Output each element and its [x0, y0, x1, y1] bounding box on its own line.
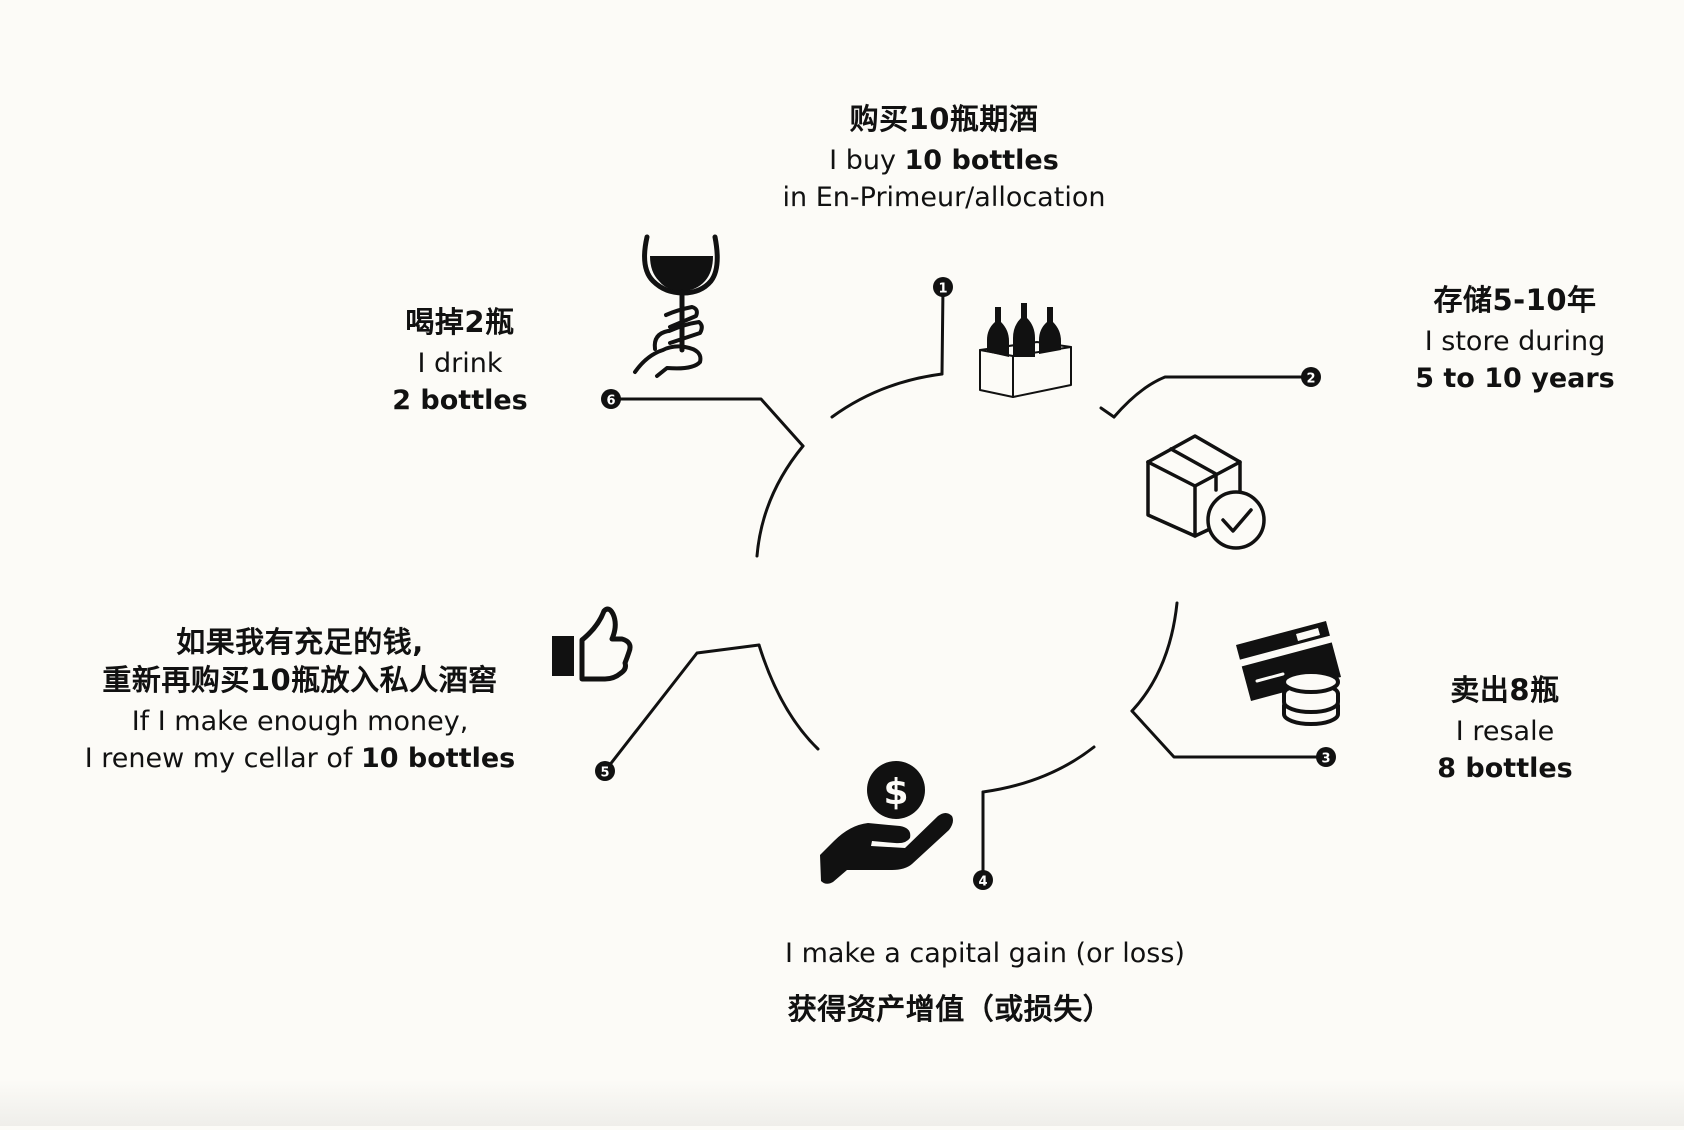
- connector-1: [940, 285, 945, 376]
- box-checkmark-icon: [1146, 434, 1266, 550]
- connector-lines: [603, 285, 1328, 882]
- wine-glass-hand-icon: [633, 234, 720, 378]
- step-1-label: 购买10瓶期酒 I buy 10 bottles in En-Primeur/a…: [700, 102, 1188, 213]
- thumbs-up-icon: [552, 606, 633, 682]
- step-3-line-2: 8 bottles: [1437, 753, 1573, 784]
- badge-2: 2: [1301, 367, 1321, 387]
- step-badges: 1 2 3 4 5 6: [595, 277, 1336, 890]
- step-4-label: I make a capital gain (or loss) 获得资产增值（或…: [705, 940, 1265, 1024]
- step-1-bottles-count: 10 bottles: [904, 145, 1059, 176]
- connector-5: [603, 643, 761, 773]
- step-6-line-1: I drink: [417, 348, 503, 379]
- badge-4: 4: [973, 870, 993, 890]
- step-2-title-zh: 存储5-10年: [1433, 283, 1597, 317]
- bottom-shadow: [0, 1080, 1684, 1126]
- step-5-line-2-text: I renew my cellar of: [84, 743, 361, 774]
- step-2-line-1: I store during: [1424, 326, 1606, 357]
- hand-dollar-coin-icon: $: [820, 761, 953, 884]
- step-5-line-1: If I make enough money,: [131, 706, 469, 737]
- step-1-line-1: I buy 10 bottles: [700, 147, 1188, 174]
- badge-3-number: 3: [1321, 752, 1330, 767]
- wine-crate-icon: [979, 303, 1072, 398]
- badge-6-number: 6: [606, 394, 615, 409]
- step-3-label: 卖出8瓶 I resale 8 bottles: [1400, 673, 1610, 784]
- badge-6: 6: [601, 389, 621, 409]
- step-5-bottles-count: 10 bottles: [360, 743, 516, 774]
- credit-card-coins-icon: [1236, 621, 1341, 726]
- cycle-arcs: [755, 372, 1179, 794]
- step-3-line-1: I resale: [1455, 716, 1555, 747]
- step-6-label: 喝掉2瓶 I drink 2 bottles: [360, 305, 560, 416]
- step-4-line-1: I make a capital gain (or loss): [785, 938, 1185, 969]
- badge-5: 5: [595, 761, 615, 781]
- step-5-title-zh-1: 如果我有充足的钱,: [176, 625, 424, 659]
- step-2-line-2: 5 to 10 years: [1415, 363, 1615, 394]
- step-5-title-zh-2: 重新再购买10瓶放入私人酒窖: [102, 663, 498, 697]
- connector-3: [1130, 709, 1328, 759]
- cycle-arc-bottom-right: [981, 745, 1096, 794]
- step-5-label: 如果我有充足的钱, 重新再购买10瓶放入私人酒窖 If I make enoug…: [60, 625, 540, 773]
- badge-1-number: 1: [938, 282, 947, 297]
- step-2-label: 存储5-10年 I store during 5 to 10 years: [1390, 283, 1640, 394]
- badge-1: 1: [933, 277, 953, 297]
- step-1-line-2: in En-Primeur/allocation: [782, 182, 1106, 213]
- badge-5-number: 5: [600, 766, 609, 781]
- cycle-arc-left: [755, 444, 805, 558]
- cycle-arc-right: [1130, 601, 1179, 713]
- step-6-title-zh: 喝掉2瓶: [405, 305, 515, 339]
- step-3-title-zh: 卖出8瓶: [1450, 673, 1560, 707]
- step-1-title-zh: 购买10瓶期酒: [849, 102, 1039, 136]
- connector-2: [1112, 375, 1313, 419]
- step-5-line-2: I renew my cellar of 10 bottles: [60, 745, 540, 772]
- step-6-line-2: 2 bottles: [392, 385, 528, 416]
- cycle-arc-bottom-left: [757, 643, 820, 751]
- connector-6: [609, 397, 805, 448]
- cycle-arc-top-right: [1099, 406, 1116, 419]
- badge-4-number: 4: [978, 875, 987, 890]
- svg-text:$: $: [883, 772, 908, 813]
- cycle-arc-top: [830, 372, 944, 419]
- step-4-title-zh: 获得资产增值（或损失）: [787, 992, 1113, 1026]
- step-1-line-1-text: I buy: [829, 145, 905, 176]
- badge-2-number: 2: [1306, 372, 1315, 387]
- badge-3: 3: [1316, 747, 1336, 767]
